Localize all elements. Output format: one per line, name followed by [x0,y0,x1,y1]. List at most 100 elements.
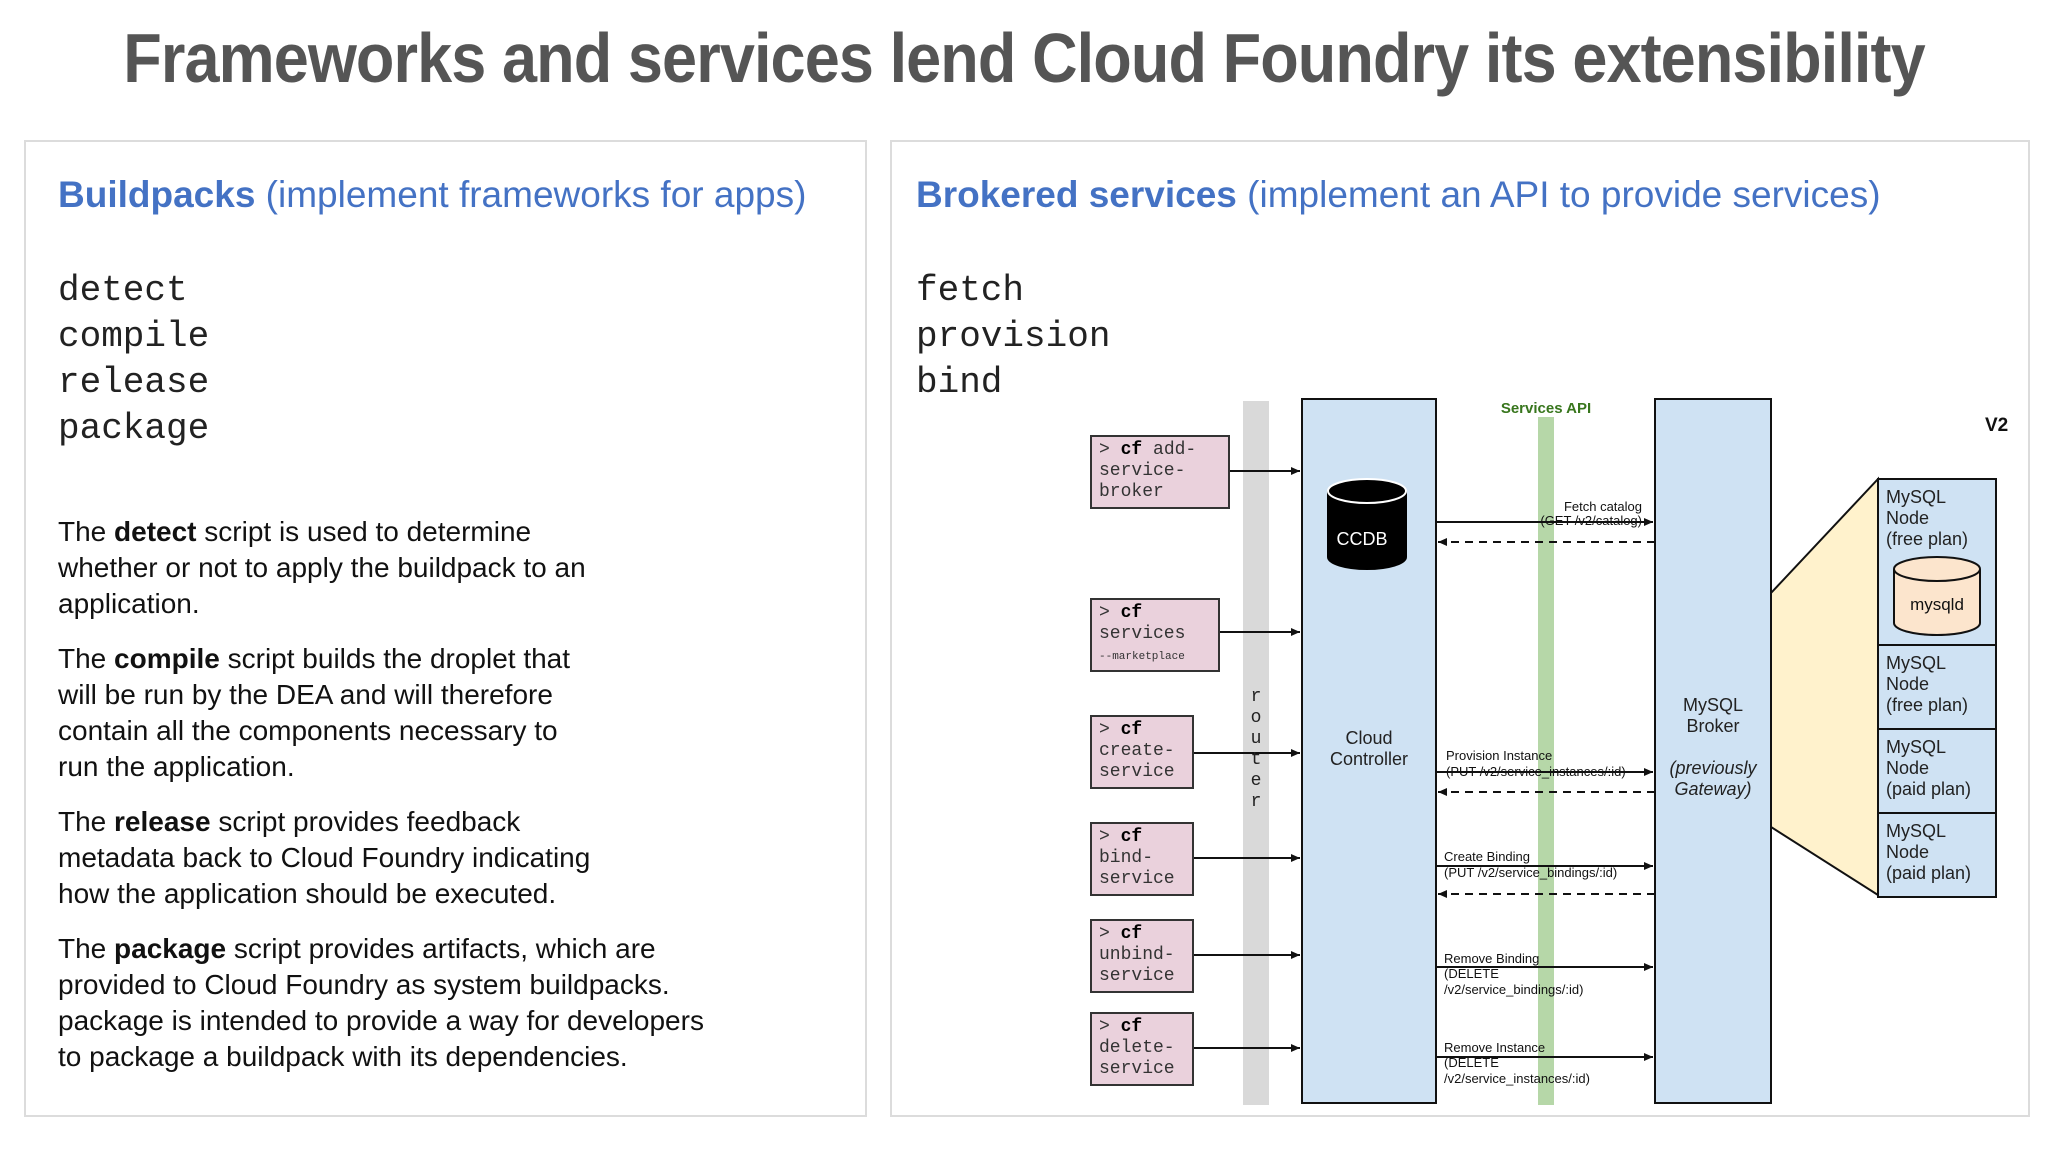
service-broker-diagram: Services API CCDB V2 [1080,395,2040,1115]
buildpacks-title-rest: (implement frameworks for apps) [255,174,807,215]
terminal-command: cf [1120,1017,1143,1037]
command-release: release [58,362,210,403]
terminal-unbind-service[interactable]: > cf unbind- service [1090,919,1194,993]
mysql-node-label: MySQL Node (paid plan) [1886,821,1972,883]
terminal-flag: --marketplace [1099,651,1185,663]
mysql-node-box [1877,812,1997,898]
terminal-add-service-broker[interactable]: > cf add- service- broker [1090,435,1230,509]
paragraph-prefix: The [58,516,115,547]
paragraph-keyword: release [114,806,211,837]
command-bind: bind [916,362,1003,403]
buildpack-descriptions: The detect script is used to determine w… [58,514,818,1094]
remove-binding-label: Remove Binding [1444,951,1539,966]
command-fetch: fetch [916,270,1025,311]
terminal-command: cf [1120,827,1143,847]
provision-instance-label: Provision Instance [1446,748,1552,763]
buildpacks-title-bold: Buildpacks [58,174,256,215]
mysqld-label: mysqld [1910,595,1964,614]
mysql-broker-note: (previously Gateway) [1669,758,1757,799]
terminal-prompt: > [1099,827,1121,847]
command-compile: compile [58,316,210,357]
broker-commands: fetch provision bind [916,268,1110,406]
brokered-services-title: Brokered services (implement an API to p… [916,174,1881,216]
remove-instance-path: (DELETE/v2/service_instances/:id) [1444,1055,1590,1086]
terminal-args: unbind- service [1099,945,1175,986]
terminal-command: cf [1120,440,1143,460]
terminal-command: cf [1120,720,1143,740]
buildpacks-panel: Buildpacks (implement frameworks for app… [24,140,867,1117]
remove-instance-label: Remove Instance [1444,1040,1545,1055]
remove-instance-path-line: (DELETE [1444,1055,1499,1070]
services-api-band [1538,417,1554,1105]
terminal-prompt: > [1099,440,1121,460]
terminal-services-marketplace[interactable]: > cf services --marketplace [1090,598,1220,672]
create-binding-label: Create Binding [1444,849,1530,864]
command-package: package [58,408,210,449]
paragraph-prefix: The [58,643,115,674]
services-api-label: Services API [1501,400,1591,417]
paragraph-keyword: detect [114,516,197,547]
terminal-prompt: > [1099,720,1121,740]
router-letter: t [1250,750,1262,770]
mysql-node-label: MySQL Node (paid plan) [1886,737,1972,799]
terminal-args: bind- service [1099,848,1175,889]
router-letter: r [1250,792,1262,812]
mysql-node-label: MySQL Node (free plan) [1886,653,1969,715]
paragraph-body: script provides artifacts, which are pro… [58,933,704,1072]
mysql-node-box [1877,644,1997,730]
paragraph-body: script provides feedback metadata back t… [58,806,591,909]
paragraph-body: script is used to determine whether or n… [58,516,586,619]
terminal-args: create- service [1099,741,1175,782]
api-call-arrows [1436,518,1655,1061]
terminal-prompt: > [1099,924,1121,944]
paragraph-keyword: package [114,933,227,964]
terminal-bind-service[interactable]: > cf bind- service [1090,822,1194,896]
paragraph-prefix: The [58,806,115,837]
terminal-command: cf [1120,924,1143,944]
remove-instance-path-line: /v2/service_instances/:id) [1444,1071,1590,1086]
paragraph-body: script builds the droplet that will be r… [58,643,571,782]
buildpack-commands: detect compile release package [58,268,209,452]
paragraph-keyword: compile [114,643,220,674]
create-binding-path: (PUT /v2/service_bindings/:id) [1444,865,1617,880]
slide-title: Frameworks and services lend Cloud Found… [123,19,1925,97]
terminal-prompt: > [1099,603,1121,623]
terminal-args: delete- service [1099,1038,1175,1079]
ccdb-database-icon [1327,478,1407,570]
terminal-args: add- service- broker [1099,440,1197,502]
terminal-command: cf [1120,603,1143,623]
compile-paragraph: The compile script builds the droplet th… [58,641,818,785]
paragraph-prefix: The [58,933,115,964]
terminal-prompt: > [1099,1017,1121,1037]
remove-binding-path: (DELETE/v2/service_bindings/:id) [1444,966,1583,997]
broker-node-fan [1770,476,1879,897]
terminal-delete-service[interactable]: > cf delete- service [1090,1012,1194,1086]
remove-binding-path-line: (DELETE [1444,966,1499,981]
package-paragraph: The package script provides artifacts, w… [58,931,818,1075]
router-letter: e [1250,771,1262,791]
mysql-node-box [1877,728,1997,814]
terminal-args: services [1099,624,1186,644]
command-detect: detect [58,270,188,311]
mysql-broker-label: MySQL Broker [1682,695,1743,736]
brokered-services-title-rest: (implement an API to provide services) [1236,174,1881,215]
buildpacks-title: Buildpacks (implement frameworks for app… [58,174,806,216]
router-letter: u [1250,729,1262,749]
release-paragraph: The release script provides feedback met… [58,804,818,912]
terminal-create-service[interactable]: > cf create- service [1090,715,1194,789]
terminal-arrows [1194,467,1300,1052]
command-provision: provision [916,316,1111,357]
provision-instance-path: (PUT /v2/service_instances/:id) [1446,764,1626,779]
router-letter: r [1250,687,1262,707]
detect-paragraph: The detect script is used to determine w… [58,514,818,622]
fetch-catalog-path: (GET /v2/catalog) [1540,513,1642,528]
version-label: V2 [1985,415,2008,436]
mysql-node-label: MySQL Node (free plan) [1886,487,1969,549]
cloud-controller-label: Cloud Controller [1329,728,1409,769]
fetch-catalog-label: Fetch catalog [1564,499,1642,514]
remove-binding-path-line: /v2/service_bindings/:id) [1444,982,1583,997]
mysqld-database-icon [1893,556,1981,636]
mysql-broker-box [1654,398,1772,1104]
brokered-services-title-bold: Brokered services [916,174,1237,215]
